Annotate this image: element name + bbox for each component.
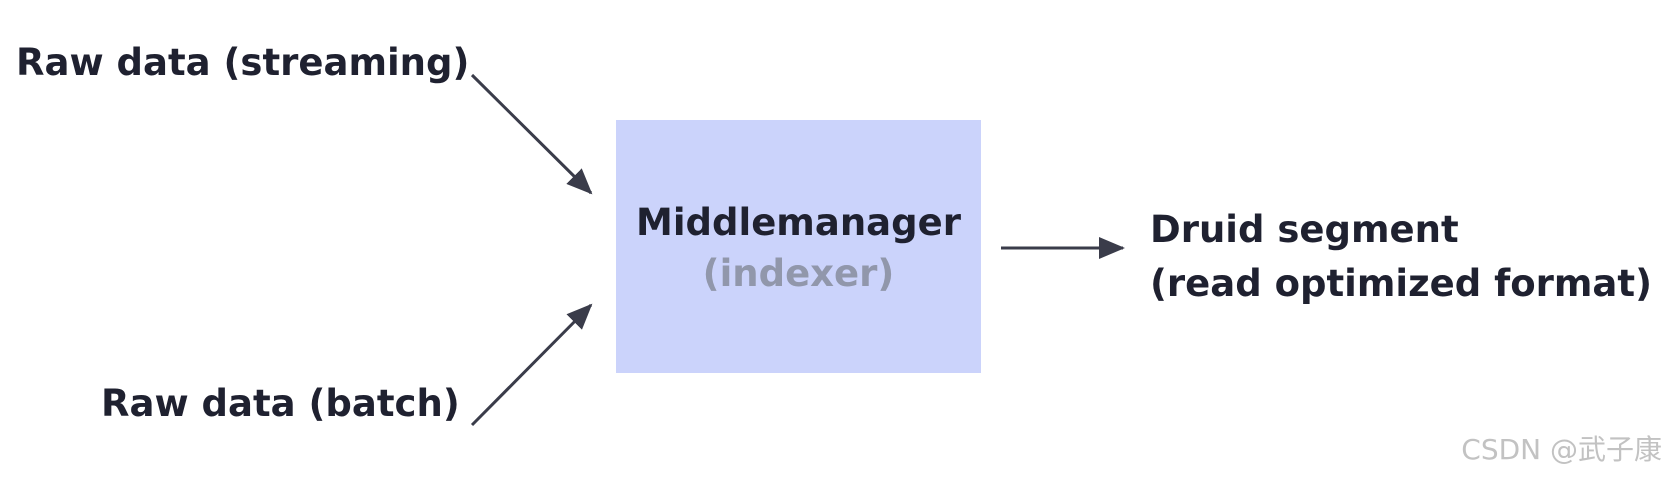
arrow-streaming-to-middlemanager <box>470 73 593 195</box>
middlemanager-title: Middlemanager <box>636 200 961 244</box>
input-streaming-label: Raw data (streaming) <box>16 41 470 84</box>
watermark: CSDN @武子康 <box>1461 433 1662 466</box>
middlemanager-subtitle: (indexer) <box>702 252 895 296</box>
middlemanager-box: Middlemanager (indexer) <box>616 120 981 373</box>
output-druid-segment: Druid segment (read optimized format) <box>1150 203 1652 310</box>
output-line-2: (read optimized format) <box>1150 261 1652 305</box>
arrow-batch-to-middlemanager <box>470 303 593 427</box>
output-line-1: Druid segment <box>1150 208 1459 251</box>
input-batch-label: Raw data (batch) <box>101 382 460 425</box>
